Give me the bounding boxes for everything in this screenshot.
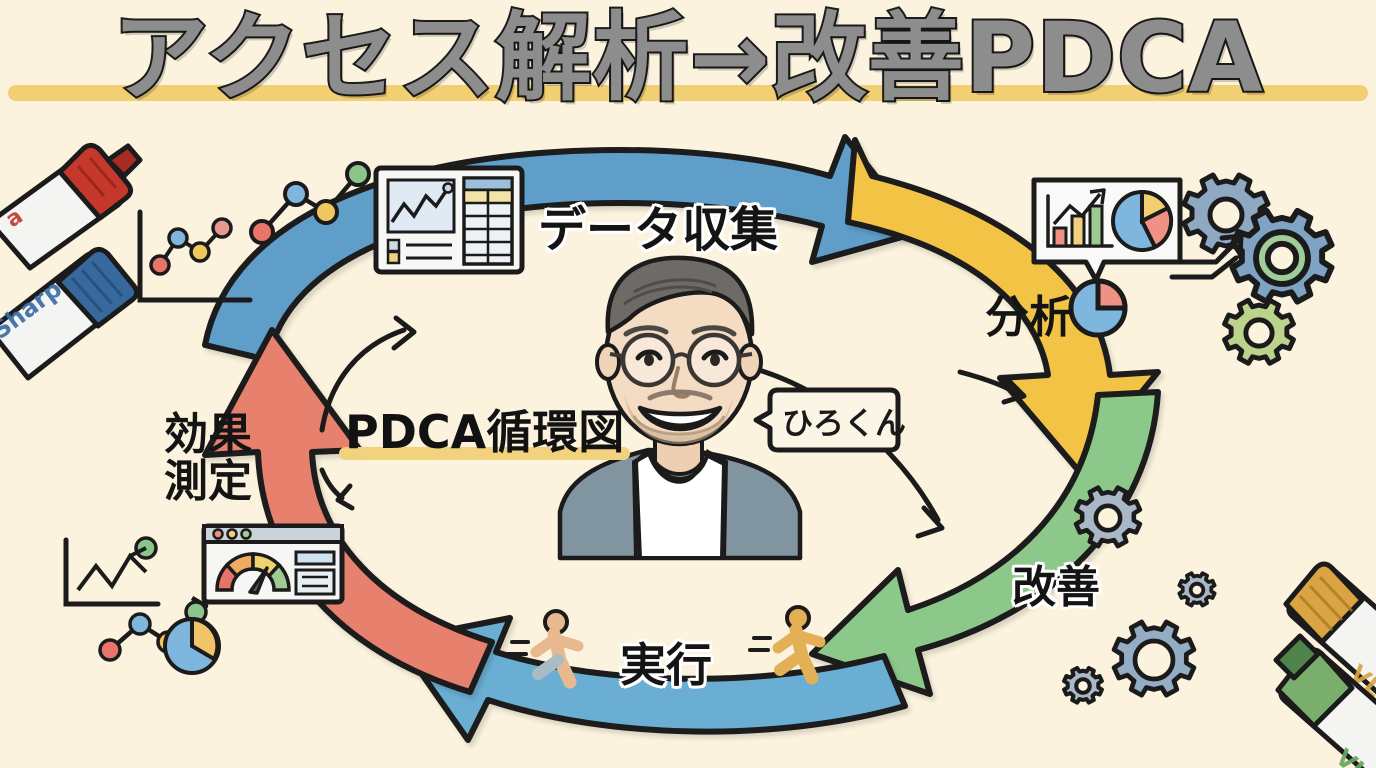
pie-chart-icon	[163, 616, 221, 675]
gear-icon	[1177, 571, 1217, 608]
gear-icon	[1222, 297, 1296, 366]
gauge-browser-icon	[201, 523, 345, 605]
dashboard-table-icon	[373, 165, 525, 275]
running-person-icon	[506, 609, 584, 689]
speech-bubble	[753, 387, 901, 453]
green-marker: VLo	[1273, 633, 1376, 768]
line-chart-icon	[63, 536, 161, 607]
arrow-analyze	[845, 137, 1161, 473]
inner-loop-arrows	[319, 315, 1027, 539]
pie-chart-icon	[1068, 278, 1128, 338]
arrow-up-icon	[1169, 233, 1244, 280]
gear-icon	[1062, 665, 1104, 705]
scatter-line-icon	[249, 161, 371, 245]
running-person-icon	[748, 605, 826, 685]
step-label-execute: 実行	[620, 638, 712, 692]
hirokun-avatar	[557, 255, 803, 561]
gear-icon	[1073, 485, 1143, 549]
step-label-analyze: 分析	[985, 292, 1073, 343]
gear-icon	[1111, 619, 1197, 698]
analysis-chart-icon	[1031, 177, 1183, 283]
center-label: PDCA循環図	[339, 396, 631, 462]
step-label-measure: 効果測定	[164, 409, 252, 508]
step-label-collect: データ収集	[538, 202, 779, 258]
arrow-measure	[202, 327, 495, 695]
center-label-text: PDCA循環図	[345, 405, 625, 459]
step-label-improve: 改善	[1012, 562, 1100, 613]
page-title: アクセス解析→改善PDCA	[0, 2, 1376, 114]
speech-bubble-text: ひろくん	[782, 406, 906, 442]
page-title-text: アクセス解析→改善PDCA	[110, 2, 1264, 114]
red-marker: a	[0, 142, 143, 271]
gear-icon	[1229, 207, 1335, 305]
line-chart-icon	[137, 209, 253, 303]
blue-marker: Sharp	[0, 246, 140, 381]
